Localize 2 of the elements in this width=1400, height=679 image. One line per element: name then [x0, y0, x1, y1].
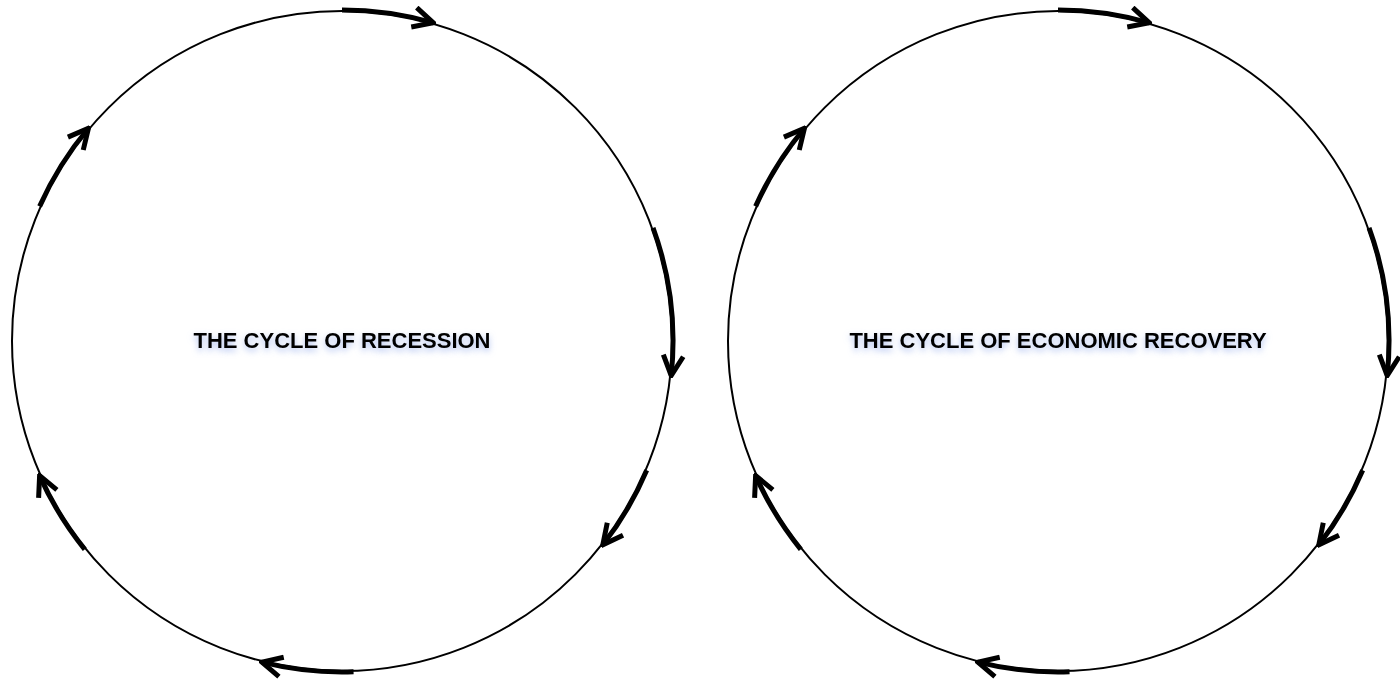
- cycle-title: THE CYCLE OF RECESSION: [193, 328, 491, 354]
- cycle-title: THE CYCLE OF ECONOMIC RECOVERY: [849, 328, 1267, 354]
